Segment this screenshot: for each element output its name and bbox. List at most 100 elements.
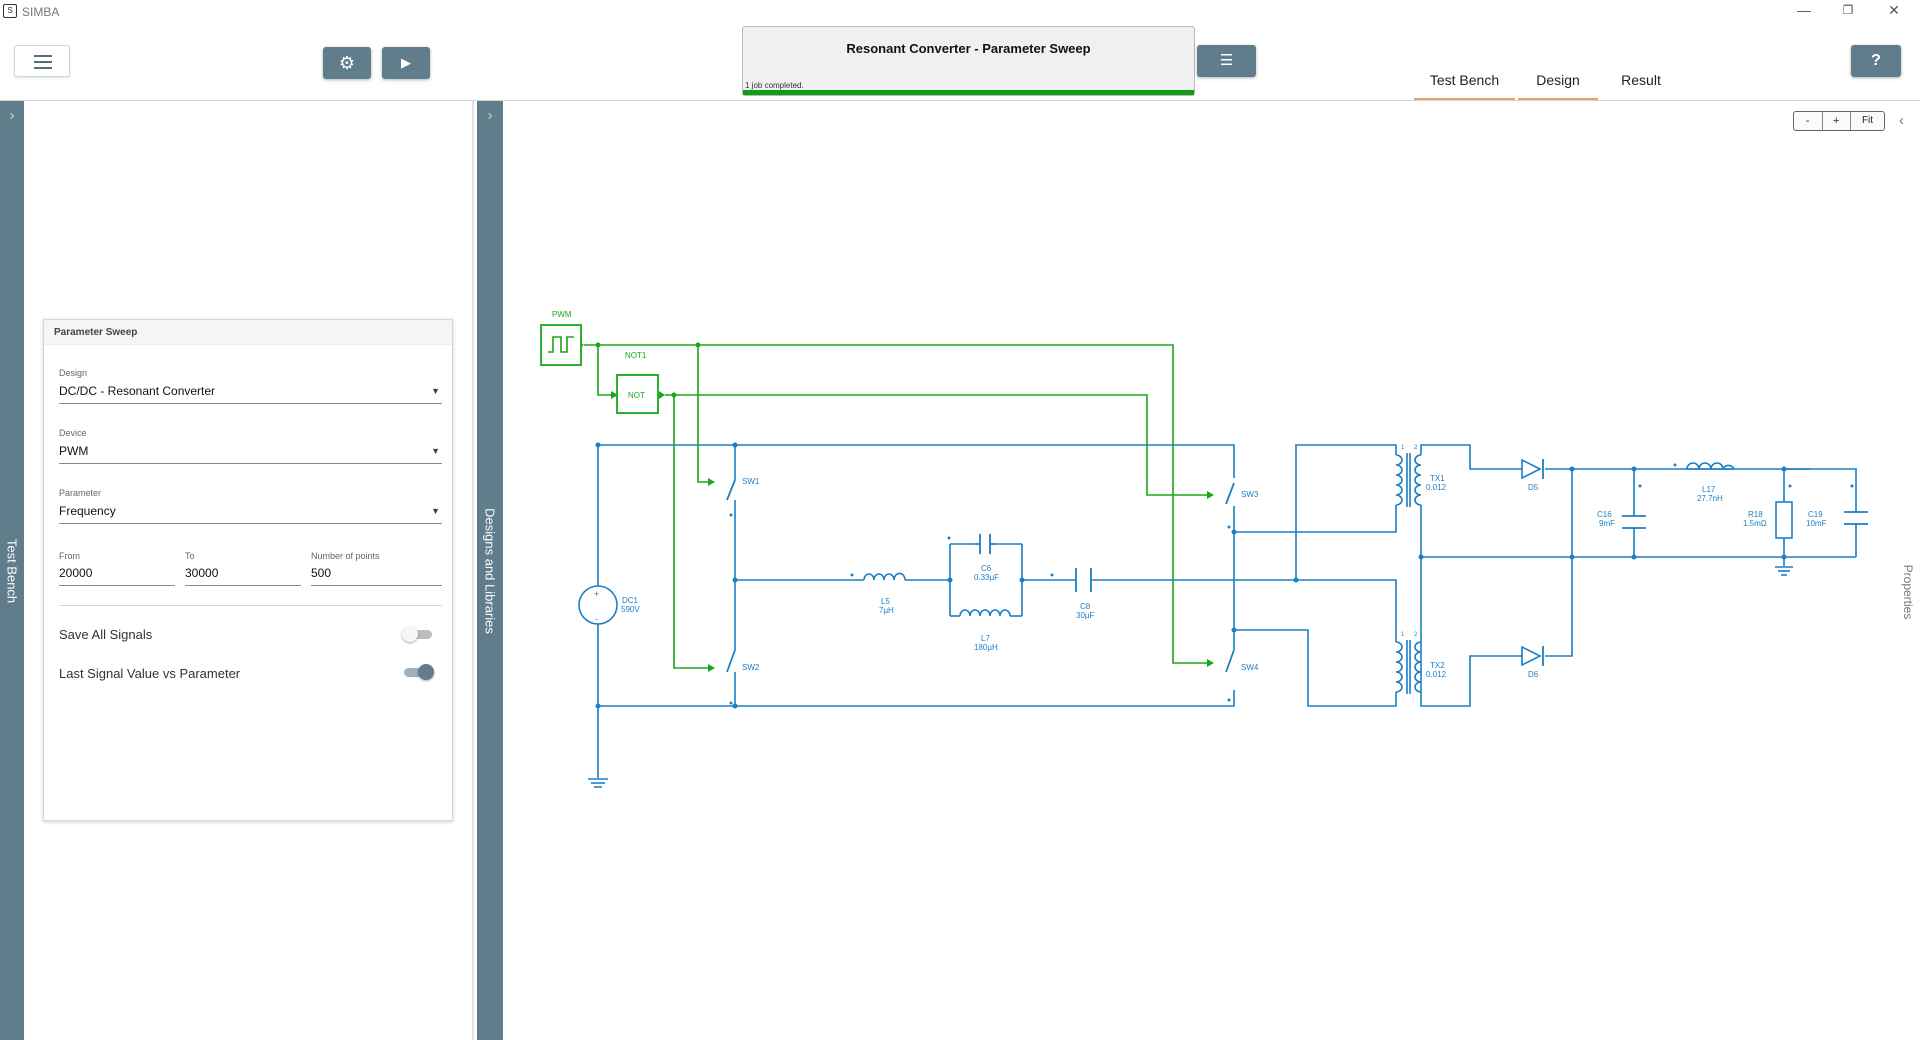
- capacitor-c19[interactable]: [1844, 511, 1868, 525]
- diode-d6[interactable]: [1521, 645, 1544, 667]
- c16-value: 9mF: [1599, 519, 1615, 528]
- r18-name: R18: [1748, 510, 1763, 519]
- card-separator: [59, 605, 442, 606]
- app-logo-icon: S: [3, 4, 17, 18]
- points-input[interactable]: Number of points 500: [311, 551, 442, 589]
- zoom-fit-button[interactable]: Fit: [1861, 115, 1874, 126]
- tx1-pin2: 2: [1414, 445, 1418, 451]
- not-symbol: NOT: [628, 391, 645, 400]
- inductor-l7[interactable]: [959, 609, 1011, 617]
- to-label: To: [185, 551, 195, 561]
- job-title: Resonant Converter - Parameter Sweep: [846, 41, 1091, 56]
- help-button[interactable]: ?: [1851, 45, 1901, 77]
- junction-dots: [595, 442, 1854, 709]
- switch-sw1[interactable]: [726, 479, 736, 501]
- panel-divider[interactable]: [472, 101, 474, 1040]
- parameter-sweep-title: Parameter Sweep: [54, 327, 138, 338]
- resistor-r18[interactable]: [1775, 501, 1793, 539]
- dropdown-caret-icon: ▼: [431, 506, 440, 516]
- close-button[interactable]: ✕: [1888, 2, 1900, 18]
- expand-chevron-icon[interactable]: ›: [487, 107, 493, 124]
- sw1-label: SW1: [742, 477, 760, 486]
- transformer-tx1[interactable]: [1395, 453, 1422, 507]
- dc-source-dc1[interactable]: + - DC1 590V: [578, 585, 640, 625]
- app-title: SIMBA: [22, 5, 60, 19]
- capacitor-c6[interactable]: [975, 534, 995, 554]
- capacitor-c16[interactable]: [1622, 515, 1646, 529]
- tx2-value: 0.012: [1426, 670, 1447, 679]
- job-status-panel[interactable]: Resonant Converter - Parameter Sweep 1 j…: [742, 26, 1195, 96]
- last-signal-value-toggle[interactable]: [402, 664, 434, 680]
- c8-name: C8: [1080, 602, 1091, 611]
- tx1-name: TX1: [1430, 474, 1445, 483]
- not-block[interactable]: NOT NOT1: [616, 351, 659, 414]
- minimize-button[interactable]: —: [1797, 2, 1811, 18]
- run-button[interactable]: ▶: [382, 47, 430, 79]
- d5-name: D5: [1528, 483, 1539, 492]
- zoom-in-button[interactable]: +: [1823, 112, 1851, 130]
- parameter-sweep-header: Parameter Sweep: [44, 320, 452, 345]
- list-icon: ☰: [1219, 52, 1234, 69]
- zoom-out-button[interactable]: -: [1794, 112, 1823, 130]
- device-value: PWM: [59, 444, 89, 458]
- wire-pwm-sw4: [584, 344, 1209, 664]
- power-wires: [597, 444, 1857, 778]
- switch-sw2[interactable]: [726, 649, 736, 673]
- from-label: From: [59, 551, 80, 561]
- dc1-value: 590V: [621, 605, 640, 614]
- tab-design[interactable]: Design: [1518, 72, 1598, 100]
- capacitor-c8[interactable]: [1075, 568, 1092, 592]
- restore-button[interactable]: ❐: [1842, 3, 1854, 17]
- tab-test-bench[interactable]: Test Bench: [1414, 72, 1515, 100]
- design-select[interactable]: Design DC/DC - Resonant Converter ▼: [59, 368, 442, 406]
- inductor-l5[interactable]: [863, 572, 906, 581]
- zoom-controls: - + Fit: [1793, 111, 1885, 131]
- settings-button[interactable]: ⚙: [323, 47, 371, 79]
- switch-sw4[interactable]: [1225, 649, 1235, 673]
- parameter-value: Frequency: [59, 504, 116, 518]
- tab-design-indicator: [1518, 98, 1598, 100]
- device-select[interactable]: Device PWM ▼: [59, 428, 442, 466]
- tx1-value: 0.012: [1426, 483, 1447, 492]
- tx1-pin1: 1: [1401, 445, 1405, 451]
- job-status-text: 1 job completed.: [745, 81, 804, 90]
- svg-text:+: +: [594, 589, 599, 599]
- sw4-label: SW4: [1241, 663, 1259, 672]
- not-label: NOT1: [625, 351, 647, 360]
- diode-d5[interactable]: [1521, 458, 1544, 480]
- points-value: 500: [311, 566, 332, 580]
- from-input[interactable]: From 20000: [59, 551, 175, 589]
- header-divider: [0, 100, 1920, 101]
- wire-pwm-not: [597, 345, 612, 396]
- tx2-pin1: 1: [1401, 632, 1405, 638]
- to-input[interactable]: To 30000: [185, 551, 301, 589]
- inductor-l17[interactable]: [1686, 462, 1735, 470]
- to-value: 30000: [185, 566, 219, 580]
- c8-value: 30µF: [1076, 611, 1095, 620]
- points-label: Number of points: [311, 551, 380, 561]
- jobs-list-button[interactable]: ☰: [1197, 45, 1256, 77]
- parameter-label: Parameter: [59, 488, 102, 498]
- save-all-signals-label: Save All Signals: [59, 627, 153, 642]
- tab-design-label: Design: [1536, 72, 1580, 88]
- test-bench-rail[interactable]: › Test Bench: [0, 101, 24, 1040]
- dropdown-caret-icon: ▼: [431, 386, 440, 396]
- transformer-tx2[interactable]: [1395, 640, 1422, 694]
- tab-result[interactable]: Result: [1606, 72, 1676, 100]
- d6-name: D6: [1528, 670, 1539, 679]
- pwm-block[interactable]: PWM: [540, 310, 582, 366]
- ground-icon: [1775, 566, 1793, 576]
- c6-name: C6: [981, 564, 992, 573]
- parameter-sweep-card: Parameter Sweep Design DC/DC - Resonant …: [43, 319, 453, 821]
- l17-name: L17: [1702, 485, 1716, 494]
- save-all-signals-toggle[interactable]: [402, 626, 434, 642]
- c16-name: C16: [1597, 510, 1612, 519]
- parameter-select[interactable]: Parameter Frequency ▼: [59, 488, 442, 526]
- main-menu-button[interactable]: [14, 45, 70, 77]
- title-bar: S SIMBA — ❐ ✕: [0, 0, 1920, 24]
- switch-sw3[interactable]: [1225, 482, 1235, 505]
- expand-chevron-icon[interactable]: ›: [9, 107, 15, 124]
- properties-collapse-icon[interactable]: ‹: [1899, 112, 1904, 129]
- designs-libraries-rail[interactable]: › Designs and Libraries: [477, 101, 503, 1040]
